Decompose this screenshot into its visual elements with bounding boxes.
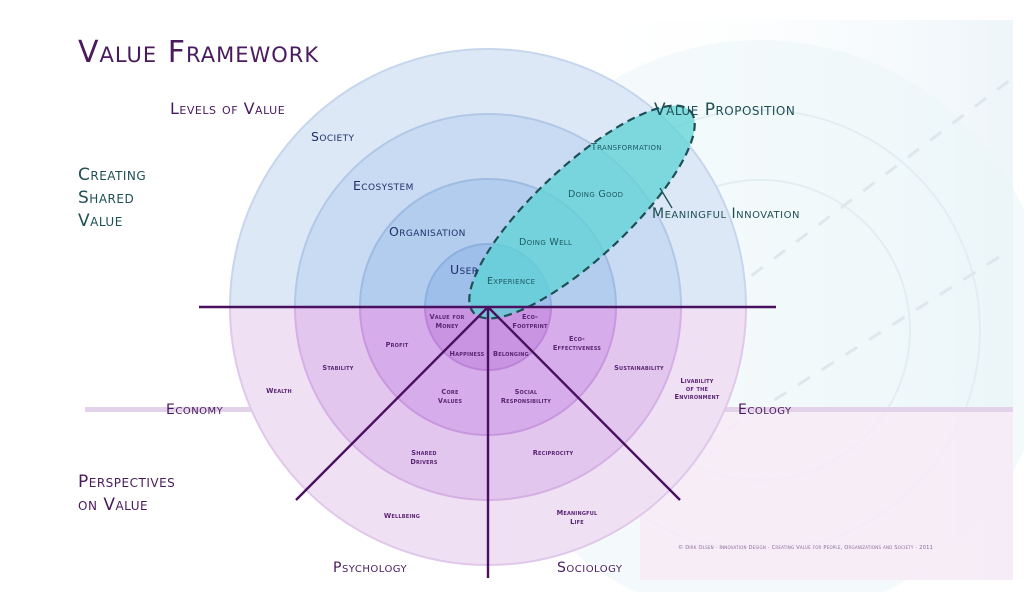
diagonal-left-axis xyxy=(295,306,489,501)
copyright-footer: © Dirk Olsen · Innovation Design · Creat… xyxy=(678,544,933,551)
eco-effectiveness: Eco-Effectiveness xyxy=(553,335,601,352)
creating-shared-value-heading: Creating Shared Value xyxy=(78,165,146,231)
meaningful-innovation-pointer xyxy=(659,187,673,209)
level-user: User xyxy=(450,262,478,277)
belonging: Belonging xyxy=(493,350,529,358)
level-ecosystem: Ecosystem xyxy=(353,178,414,193)
reciprocity: Reciprocity xyxy=(533,449,574,457)
vp-experience: Experience xyxy=(487,276,535,287)
value-proposition-heading: Value Proposition xyxy=(654,100,795,120)
perspective-ecology: Ecology xyxy=(738,402,792,418)
perspectives-line-1: Perspectives xyxy=(78,472,175,492)
eco-footprint: Eco-Footprint xyxy=(512,313,548,330)
axes xyxy=(199,305,776,578)
csv-line-2: Shared xyxy=(78,188,134,208)
vp-doing-good: Doing Good xyxy=(568,189,623,200)
levels-heading: Levels of Value xyxy=(170,99,285,118)
meaningful-innovation-label: Meaningful Innovation xyxy=(652,206,800,222)
perspective-economy: Economy xyxy=(166,402,224,418)
perspectives-heading: Perspectives on Value xyxy=(78,472,175,515)
page-title: Value Framework xyxy=(78,35,319,70)
perspective-sociology: Sociology xyxy=(557,560,623,576)
csv-line-3: Value xyxy=(78,211,123,231)
vp-transformation: Transformation xyxy=(590,142,662,153)
level-society: Society xyxy=(311,129,355,144)
happiness: Happiness xyxy=(450,350,485,358)
level-organisation: Organisation xyxy=(389,224,466,239)
sustainability: Sustainability xyxy=(614,364,664,372)
csv-line-1: Creating xyxy=(78,165,146,185)
wellbeing: Wellbeing xyxy=(384,512,420,520)
vp-doing-well: Doing Well xyxy=(519,237,572,248)
perspectives-line-2: on Value xyxy=(78,495,148,515)
stability: Stability xyxy=(322,364,353,372)
perspective-psychology: Psychology xyxy=(333,560,408,576)
diagonal-right-axis xyxy=(487,306,681,501)
wealth: Wealth xyxy=(266,387,292,395)
value-proposition-ellipse xyxy=(468,104,696,320)
profit: Profit xyxy=(386,341,409,349)
